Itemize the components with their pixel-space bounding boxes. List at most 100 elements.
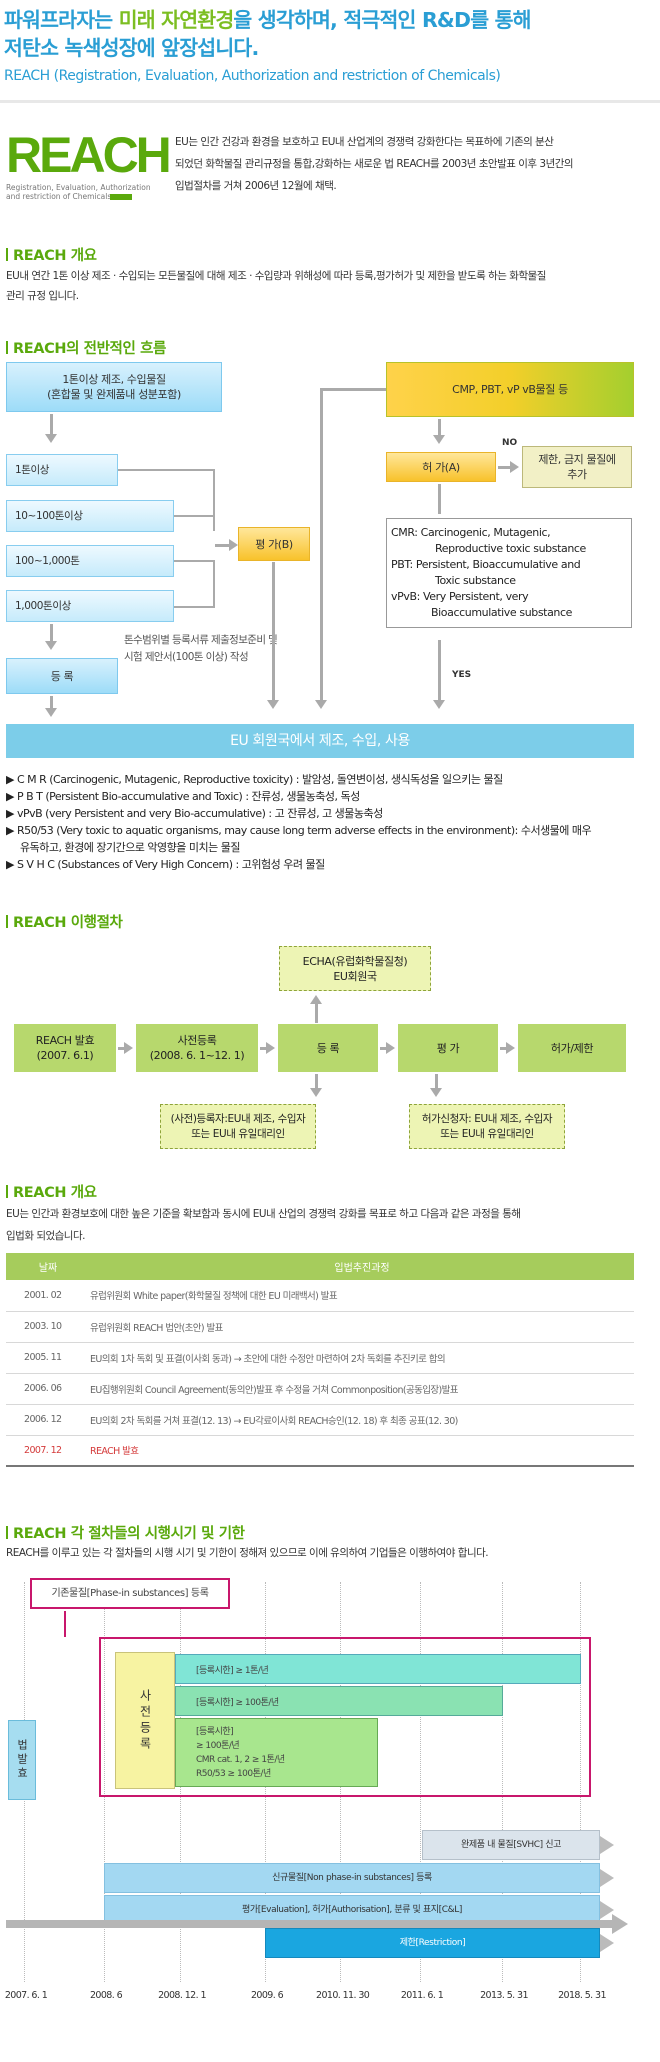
- definition-item: 유독하고, 환경에 장기간으로 악영향을 미치는 물질: [20, 841, 241, 854]
- row-date: 2001. 02: [6, 1280, 90, 1312]
- row-text: 유럽위원회 REACH 법안(초안) 발표: [90, 1311, 634, 1343]
- yes-label: YES: [452, 670, 472, 680]
- flow-line: [213, 560, 215, 608]
- flow-line: [320, 388, 386, 391]
- flow-register-box: 등 록: [6, 658, 118, 694]
- col-date: 날짜: [38, 1263, 58, 1274]
- flow-line: [50, 696, 53, 710]
- flow-line: [315, 1074, 318, 1090]
- arrow-right: [124, 1042, 133, 1054]
- timeline-tick-label: 2010. 11. 30: [316, 1990, 370, 2001]
- tier-100-1000t: 100~1,000톤: [6, 545, 174, 577]
- page-title: 파워프라자는 미래 자연환경을 생각하며, 적극적인 R&D를 통해: [4, 8, 532, 32]
- flow-line: [174, 560, 214, 562]
- flow-permit-box: 허 가(A): [386, 452, 496, 482]
- arrow-right: [506, 1042, 515, 1054]
- flow-line: [118, 469, 214, 471]
- section-title-procedure: REACH 이행절차: [6, 911, 123, 932]
- timeline-tick-label: 2008. 6: [89, 1990, 123, 2001]
- col-process: 입법추진과정: [334, 1263, 390, 1274]
- row-text: EU의회 1차 독회 및 표결(이사회 동과) → 초안에 대한 수정안 마련하…: [90, 1342, 634, 1374]
- overview-text: EU내 연간 1톤 이상 제조 · 수입되는 모든물질에 대해 제조 · 수입량…: [6, 270, 546, 302]
- arrow-right: [600, 1901, 614, 1919]
- arrow-down: [45, 708, 57, 717]
- arrow-right: [229, 539, 238, 551]
- arrow-right: [386, 1042, 395, 1054]
- flow-line: [174, 515, 214, 517]
- law-effective-box: 법발효: [8, 1720, 36, 1800]
- row-text: EU의회 2차 독회를 거쳐 표결(12. 13) → EU각료이사회 REAC…: [90, 1404, 634, 1436]
- arrow-right: [600, 1836, 614, 1854]
- definition-box: CMR: Carcinogenic, Mutagenic,Reproductiv…: [386, 518, 632, 628]
- no-label: NO: [502, 438, 518, 448]
- arrow-right: [600, 1869, 614, 1887]
- svhc-bar: 완제품 내 물질[SVHC] 신고: [422, 1830, 600, 1860]
- row-text: REACH 발효: [90, 1435, 634, 1467]
- step-authorization: 허가/제한: [518, 1024, 626, 1072]
- deadline-bar-1t: [등록시한] ≥ 1톤/년: [175, 1654, 581, 1684]
- timeline-intro: REACH를 이루고 있는 각 절차들의 시행 시기 및 기한이 정해져 있으므…: [6, 1547, 489, 1559]
- flow-eval-box: 평 가(B): [238, 527, 310, 561]
- flow-line: [315, 1003, 318, 1023]
- flow-line: [260, 1047, 268, 1050]
- row-date: 2005. 11: [6, 1342, 90, 1374]
- flow-line: [50, 414, 53, 436]
- flow-line: [438, 484, 441, 514]
- deadline-bar-100t: [등록시한] ≥ 100톤/년: [175, 1686, 503, 1716]
- arrow-up: [310, 995, 322, 1004]
- intro-text: EU는 인간 건강과 환경을 보호하고 EU내 산업계의 경쟁력 강화한다는 목…: [175, 136, 574, 192]
- eu-member-bar: EU 회원국에서 제조, 수입, 사용: [6, 724, 634, 758]
- definitions-list: ▶ C M R (Carcinogenic, Mutagenic, Reprod…: [6, 771, 656, 873]
- timeline-axis: [6, 1920, 612, 1928]
- flow-line: [118, 1047, 126, 1050]
- timeline-tick-label: 2018. 5. 31: [558, 1990, 606, 2001]
- section-title-timeline: REACH 각 절차들의 시행시기 및 기한: [6, 1522, 245, 1543]
- flow-line: [435, 1074, 438, 1090]
- section-title-overview: REACH 개요: [6, 244, 97, 265]
- timeline-tick-label: 2011. 6. 1: [400, 1990, 444, 2001]
- section-title-flow: REACH의 전반적인 흐름: [6, 337, 166, 358]
- timeline-axis-arrow: [612, 1914, 628, 1934]
- timeline-gridline: [580, 1582, 581, 1982]
- tier-1t: 1톤이상: [6, 454, 118, 486]
- section-title-history: REACH 개요: [6, 1181, 97, 1202]
- timeline-tick-label: 2007. 6. 1: [4, 1990, 48, 2001]
- arrow-down: [430, 1088, 442, 1097]
- arrow-right: [510, 461, 519, 473]
- arrow-down: [267, 700, 279, 709]
- flow-line: [50, 624, 53, 644]
- arrow-down: [433, 700, 445, 709]
- history-intro: EU는 인간과 환경보호에 대한 높은 기준을 확보함과 동시에 EU내 산업의…: [6, 1208, 521, 1242]
- phase-in-connector: [64, 1611, 66, 1637]
- restriction-bar: 제한[Restriction]: [265, 1928, 600, 1958]
- flow-line: [500, 1047, 508, 1050]
- flow-line: [272, 562, 275, 702]
- tier-1000t: 1,000톤이상: [6, 590, 174, 622]
- arrow-down: [433, 435, 445, 444]
- step-evaluation: 평 가: [398, 1024, 498, 1072]
- table-header: 날짜 입법추진과정: [6, 1253, 634, 1280]
- row-date: 2006. 12: [6, 1404, 90, 1436]
- flow-line: [438, 419, 441, 437]
- arrow-right: [266, 1042, 275, 1054]
- phase-in-label: 기존물질[Phase-in substances] 등록: [30, 1578, 230, 1609]
- timeline-tick-label: 2013. 5. 31: [480, 1990, 528, 2001]
- row-text: 유럽위원회 White paper(화학물질 정책에 대한 EU 미래백서) 발…: [90, 1280, 634, 1312]
- flow-line: [215, 544, 235, 547]
- reach-logo: REACH: [6, 127, 172, 183]
- timeline-tick-label: 2009. 6: [250, 1990, 284, 2001]
- row-date: 2006. 06: [6, 1373, 90, 1405]
- page-subtitle: REACH (Registration, Evaluation, Authori…: [4, 68, 501, 84]
- step-reach-effective: REACH 발효(2007. 6.1): [14, 1024, 116, 1072]
- definition-item: ▶ S V H C (Substances of Very High Conce…: [6, 858, 325, 871]
- arrow-down: [310, 1088, 322, 1097]
- flow-substance-box: 1톤이상 제조, 수입물질(혼합물 및 완제품내 성분포함): [6, 362, 222, 412]
